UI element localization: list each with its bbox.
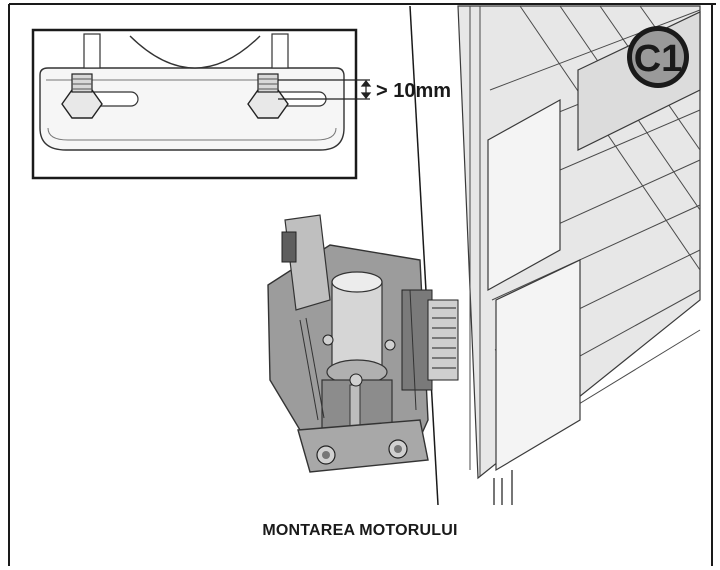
step-badge: C1 xyxy=(627,26,689,88)
inset-detail xyxy=(31,28,372,180)
base-bolts xyxy=(316,334,408,465)
dimension-marker xyxy=(278,79,372,100)
bolt-nut-right xyxy=(247,73,289,119)
motor-assembly xyxy=(267,214,459,473)
step-badge-label: C1 xyxy=(634,38,683,80)
figure-border xyxy=(8,3,716,566)
figure-caption: MONTAREA MOTORULUI xyxy=(262,522,458,539)
dimension-label: > 10mm xyxy=(376,80,451,102)
bolt-nut-left xyxy=(61,73,103,119)
gate-post-line xyxy=(409,5,439,506)
